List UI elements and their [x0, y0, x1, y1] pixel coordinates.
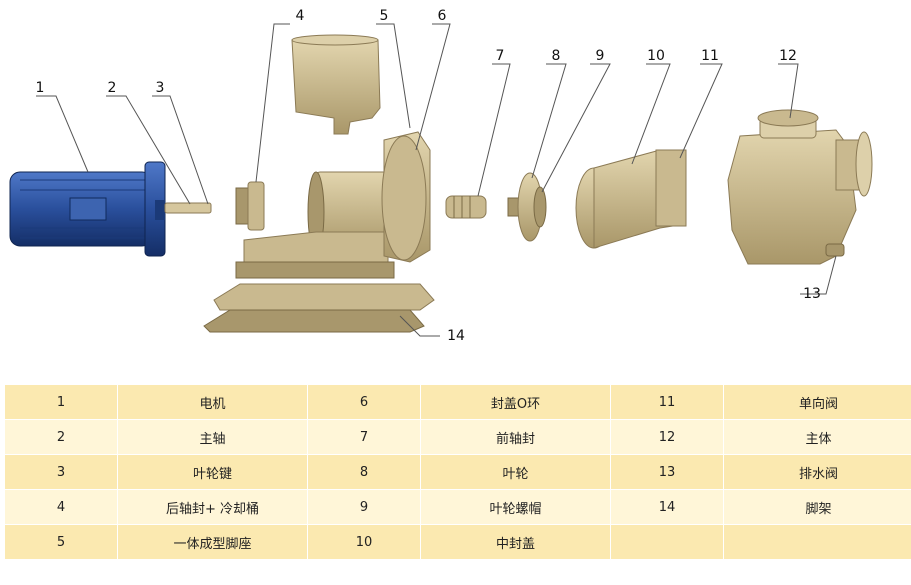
callout-9: 9: [596, 48, 605, 64]
part-name: 叶轮螺帽: [420, 489, 611, 525]
table-row: 5 一体成型脚座 10 中封盖: [4, 524, 911, 560]
part-name: 后轴封+ 冷却桶: [117, 489, 308, 525]
part-name: 中封盖: [420, 524, 611, 560]
callout-8: 8: [552, 48, 561, 64]
part-name: 封盖O环: [420, 384, 611, 420]
callout-14: 14: [447, 328, 465, 344]
callout-4: 4: [296, 8, 305, 24]
table-row: 2 主轴 7 前轴封 12 主体: [4, 419, 911, 455]
part-number: 5: [4, 524, 118, 560]
part-number: [610, 524, 724, 560]
parts-table: 1 电机 6 封盖O环 11 单向阀 2 主轴 7 前轴封 12 主体 3 叶轮…: [4, 384, 911, 560]
part-name: 叶轮键: [117, 454, 308, 490]
part-number: 2: [4, 419, 118, 455]
part-name: 叶轮: [420, 454, 611, 490]
callout-6: 6: [438, 8, 447, 24]
part-name: 脚架: [723, 489, 911, 525]
integrated-base: [235, 131, 431, 279]
impeller: [507, 172, 547, 242]
part-name: 排水阀: [723, 454, 911, 490]
part-name: [723, 524, 911, 560]
motor: [9, 161, 166, 257]
callout-12: 12: [779, 48, 797, 64]
cooling-bucket: [291, 34, 381, 135]
part-number: 1: [4, 384, 118, 420]
front-seal: [445, 195, 487, 219]
part-number: 14: [610, 489, 724, 525]
callout-5: 5: [380, 8, 389, 24]
part-number: 12: [610, 419, 724, 455]
part-number: 4: [4, 489, 118, 525]
rear-seal: [235, 181, 265, 231]
main-body: [727, 109, 873, 265]
callout-2: 2: [108, 80, 117, 96]
callout-13: 13: [803, 286, 821, 302]
callout-1: 1: [36, 80, 45, 96]
part-name: 单向阀: [723, 384, 911, 420]
middle-cover: [575, 149, 687, 249]
table-row: 3 叶轮键 8 叶轮 13 排水阀: [4, 454, 911, 490]
callout-10: 10: [647, 48, 665, 64]
part-number: 7: [307, 419, 421, 455]
part-name: 电机: [117, 384, 308, 420]
part-number: 11: [610, 384, 724, 420]
part-name: 一体成型脚座: [117, 524, 308, 560]
part-number: 13: [610, 454, 724, 490]
callout-3: 3: [156, 80, 165, 96]
part-name: 主轴: [117, 419, 308, 455]
table-row: 4 后轴封+ 冷却桶 9 叶轮螺帽 14 脚架: [4, 489, 911, 525]
exploded-pump-diagram: 1 2 3 4 5 6 7 8 9 10 11 12 13 14: [9, 8, 873, 344]
feet: [203, 283, 435, 333]
part-name: 前轴封: [420, 419, 611, 455]
part-number: 8: [307, 454, 421, 490]
table-row: 1 电机 6 封盖O环 11 单向阀: [4, 384, 911, 420]
callout-7: 7: [496, 48, 505, 64]
main-shaft: [164, 202, 212, 214]
part-number: 6: [307, 384, 421, 420]
part-number: 9: [307, 489, 421, 525]
part-number: 10: [307, 524, 421, 560]
part-name: 主体: [723, 419, 911, 455]
part-number: 3: [4, 454, 118, 490]
callout-11: 11: [701, 48, 719, 64]
